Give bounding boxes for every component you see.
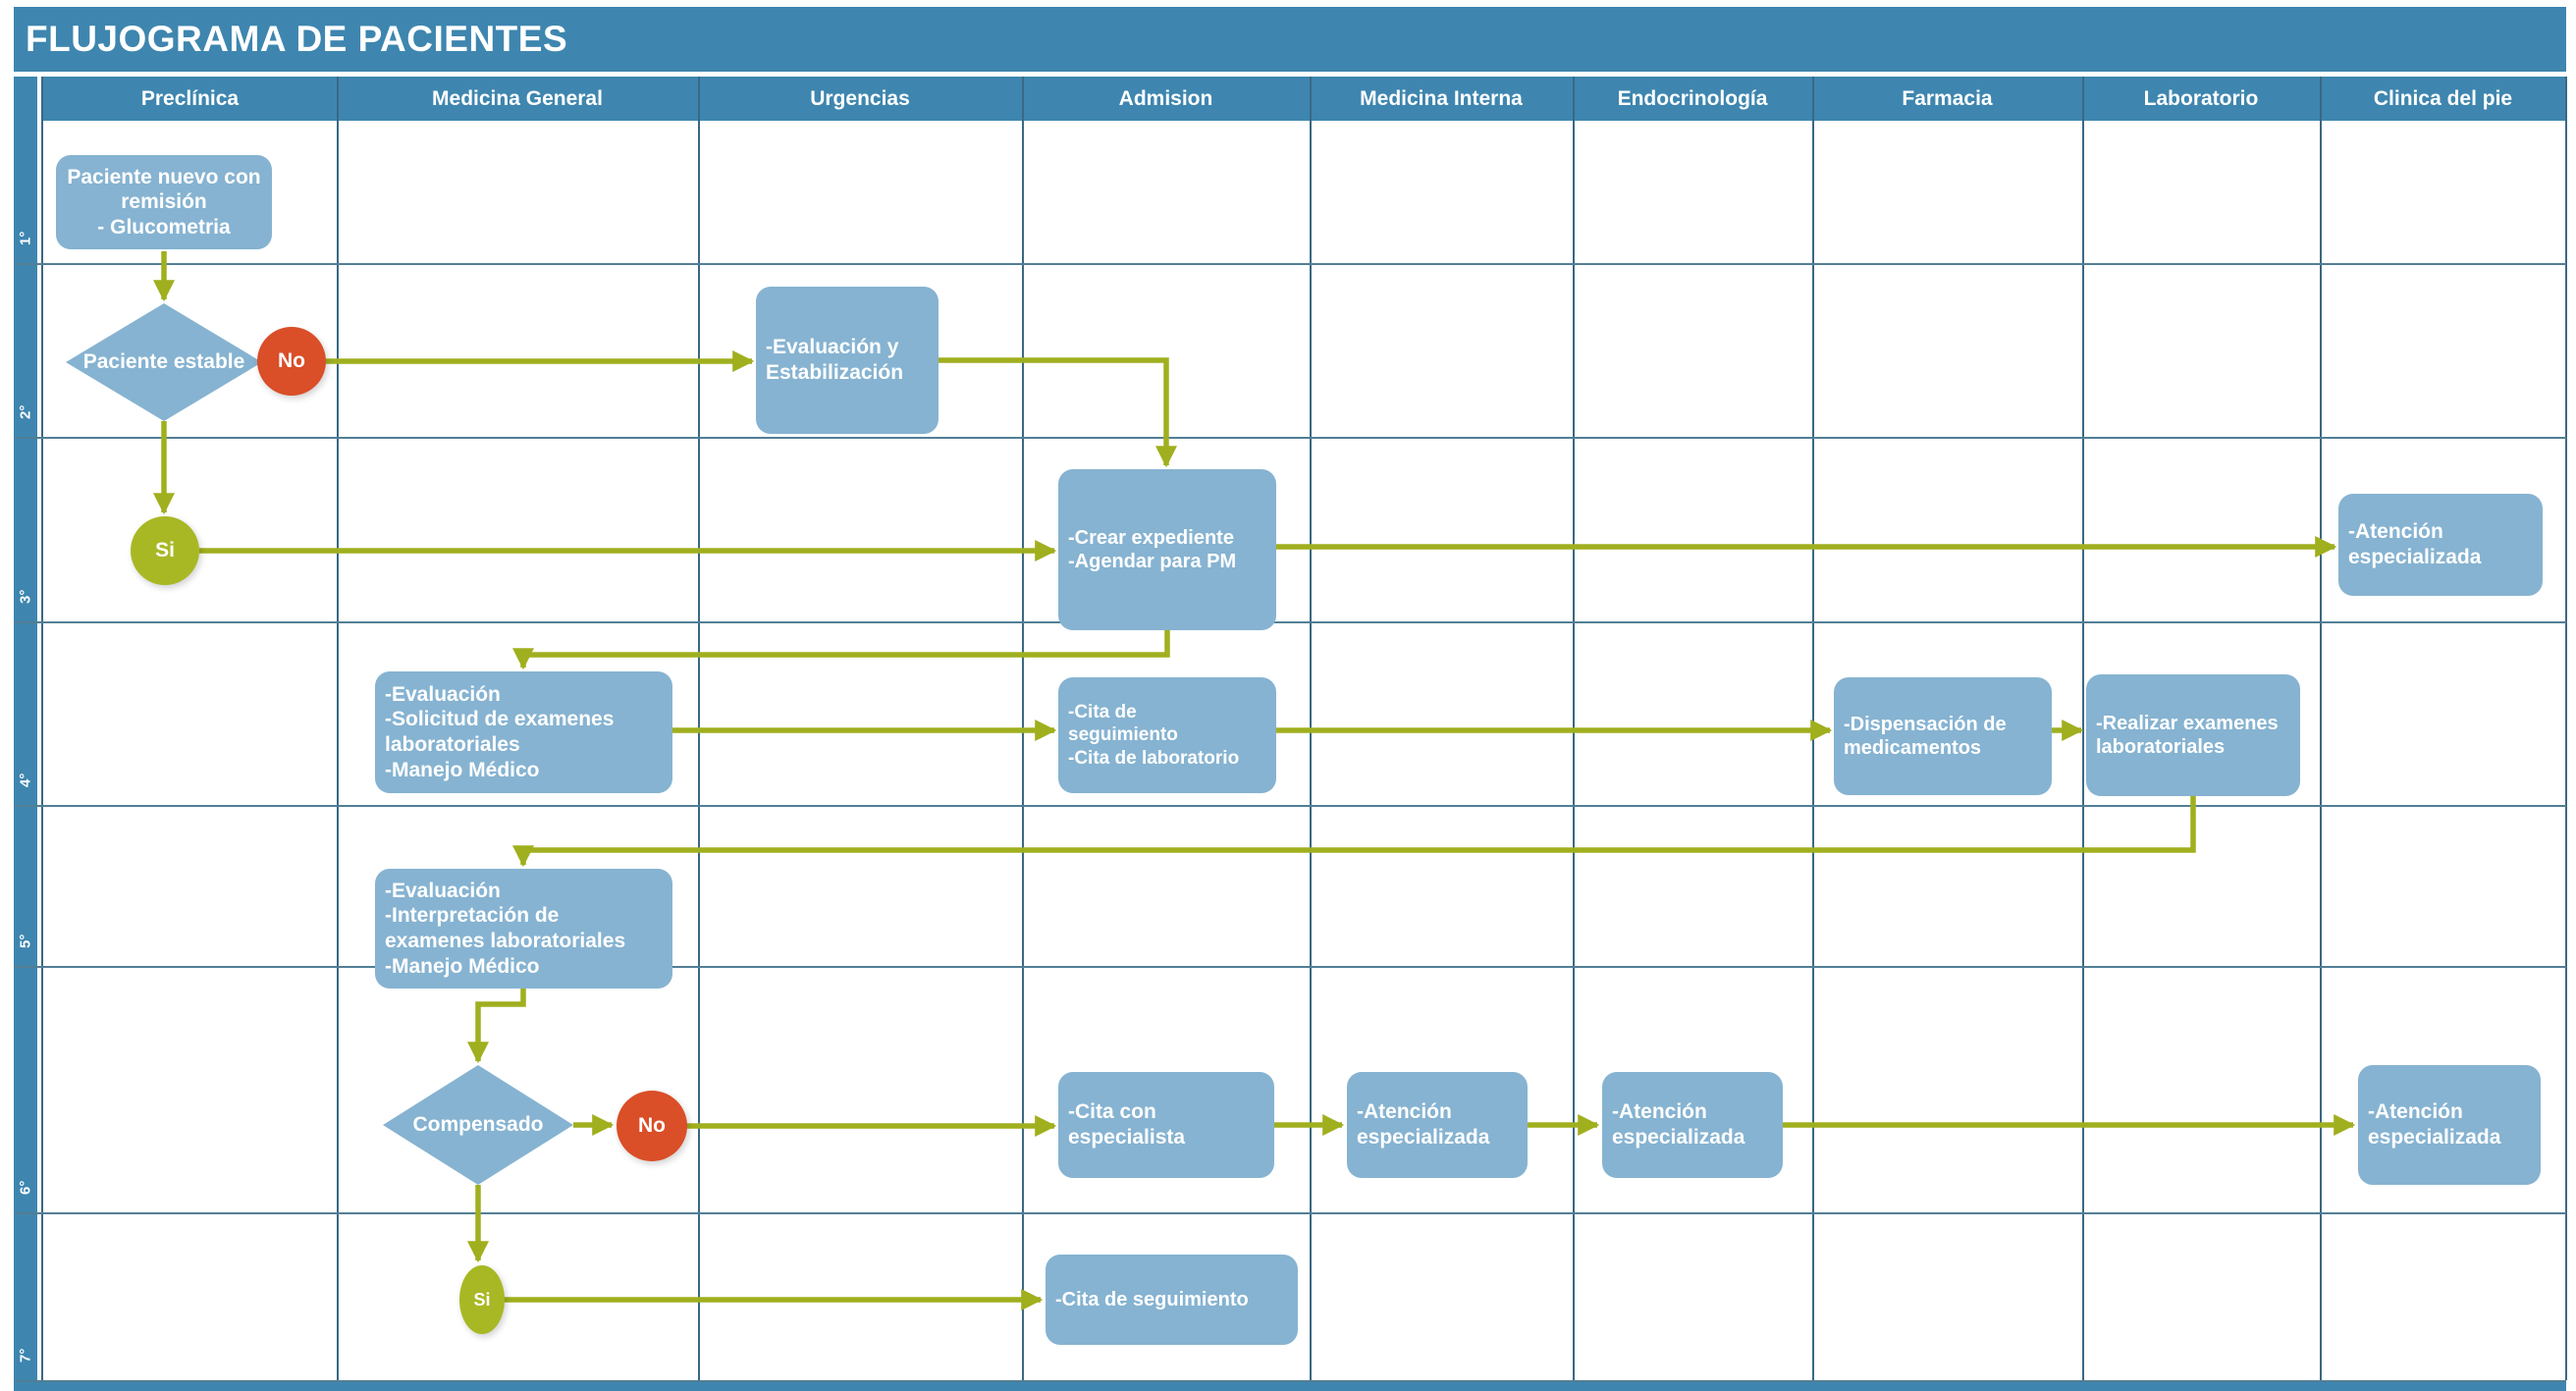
row-index-sidebar (14, 77, 37, 1380)
realizar-examenes-laboratoriales[interactable]: -Realizar examenes laboratoriales (2086, 674, 2300, 796)
row-divider (14, 437, 2566, 439)
row-label-6: 6° (17, 1180, 34, 1196)
lane-header-laboratorio: Laboratorio (2082, 77, 2320, 121)
atencion-especializada-pie-1[interactable]: -Atención especializada (2338, 494, 2543, 596)
lane-header-admision: Admision (1022, 77, 1310, 121)
lane-header-clinica-del-pie: Clinica del pie (2320, 77, 2566, 121)
row-label-1: 1° (17, 231, 34, 246)
connector-si-2[interactable]: Si (459, 1265, 505, 1334)
lane-divider (1022, 77, 1024, 1380)
table-bottom-bar (14, 1382, 2566, 1391)
decision-compensado[interactable]: Compensado (383, 1065, 573, 1185)
row-divider (14, 1380, 2566, 1382)
lane-divider (1812, 77, 1814, 1380)
row-divider (14, 966, 2566, 968)
atencion-especializada-endocrinologia[interactable]: -Atención especializada (1602, 1072, 1783, 1178)
atencion-especializada-pie-2[interactable]: -Atención especializada (2358, 1065, 2541, 1185)
lane-divider (2082, 77, 2084, 1380)
lane-divider (2320, 77, 2322, 1380)
lane-header-precl-nica: Preclínica (43, 77, 337, 121)
crear-expediente-agendar[interactable]: -Crear expediente -Agendar para PM (1058, 469, 1276, 630)
table-edge-line (2565, 77, 2567, 1380)
row-divider (14, 1212, 2566, 1214)
row-label-3: 3° (17, 589, 34, 605)
lane-header-urgencias: Urgencias (698, 77, 1022, 121)
cita-con-especialista[interactable]: -Cita con especialista (1058, 1072, 1274, 1178)
evaluacion-solicitud-examenes[interactable]: -Evaluación -Solicitud de examenes labor… (375, 671, 672, 793)
diamond-label: Compensado (412, 1113, 544, 1136)
connector-no-1[interactable]: No (257, 327, 326, 396)
table-edge-line (41, 77, 43, 1380)
dispensacion-de-medicamentos[interactable]: -Dispensación de medicamentos (1834, 677, 2052, 795)
row-label-4: 4° (17, 773, 34, 788)
connector-si-1[interactable]: Si (131, 516, 199, 585)
connector-no-2[interactable]: No (617, 1091, 687, 1161)
row-label-2: 2° (17, 404, 34, 420)
row-divider (14, 263, 2566, 265)
lane-divider (1310, 77, 1312, 1380)
page-title: FLUJOGRAMA DE PACIENTES (14, 7, 2566, 72)
cita-seguimiento-cita-laboratorio[interactable]: -Cita de seguimiento -Cita de laboratori… (1058, 677, 1276, 793)
row-divider (14, 621, 2566, 623)
diamond-label: Paciente estable (82, 350, 245, 373)
row-divider (14, 805, 2566, 807)
lane-divider (698, 77, 700, 1380)
lane-header-farmacia: Farmacia (1812, 77, 2082, 121)
lane-divider (1573, 77, 1575, 1380)
row-label-7: 7° (17, 1348, 34, 1364)
lane-header-endocrinolog-a: Endocrinología (1573, 77, 1812, 121)
evaluacion-y-estabilizacion[interactable]: -Evaluación y Estabilización (756, 287, 939, 434)
lane-header-medicina-general: Medicina General (337, 77, 698, 121)
decision-paciente-estable[interactable]: Paciente estable (66, 303, 262, 421)
edge-urgencias-to-admision (939, 357, 1177, 468)
atencion-especializada-med-interna[interactable]: -Atención especializada (1347, 1072, 1528, 1178)
evaluacion-interpretacion[interactable]: -Evaluación -Interpretación de examenes … (375, 869, 672, 989)
paciente-nuevo-con-remision[interactable]: Paciente nuevo con remisión - Glucometri… (56, 155, 272, 249)
lane-header-medicina-interna: Medicina Interna (1310, 77, 1573, 121)
lane-divider (337, 77, 339, 1380)
edge-crear-to-evaluacion (512, 630, 1170, 670)
row-label-5: 5° (17, 934, 34, 949)
edge-interpretacion-to-compensado (467, 989, 526, 1064)
cita-de-seguimiento[interactable]: -Cita de seguimiento (1046, 1255, 1298, 1345)
